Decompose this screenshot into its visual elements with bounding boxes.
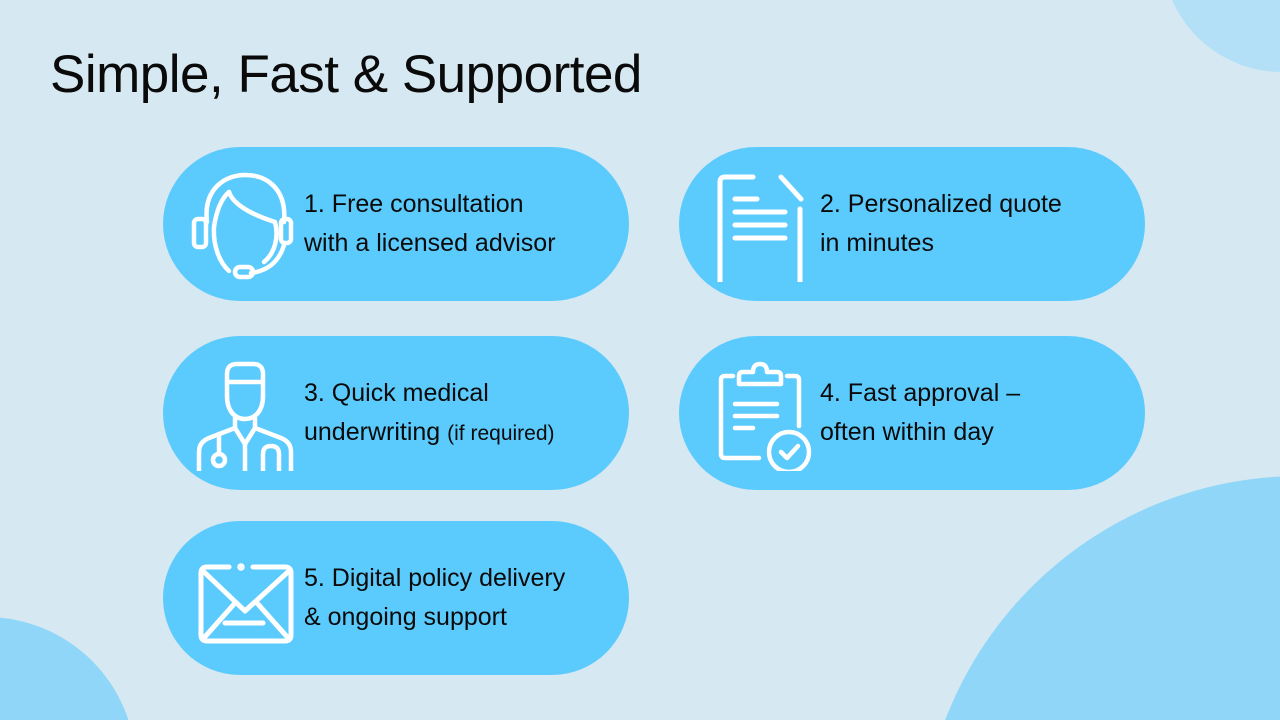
doctor-icon <box>189 356 299 474</box>
step-note: (if required) <box>447 422 555 445</box>
clipboard-check-icon <box>705 356 815 475</box>
step-line-2: often within day <box>820 418 994 446</box>
step-line-1: 3. Quick medical <box>304 379 489 407</box>
step-card-consultation: 1. Free consultation with a licensed adv… <box>163 147 629 301</box>
step-line-1: 2. Personalized quote <box>820 190 1062 218</box>
decorative-circle-bottom-right <box>920 476 1280 720</box>
slide-title: Simple, Fast & Supported <box>50 45 642 104</box>
step-card-underwriting: 3. Quick medical underwriting (if requir… <box>163 336 629 490</box>
step-text: 2. Personalized quote in minutes <box>820 185 1062 264</box>
envelope-icon <box>189 541 299 656</box>
step-card-quote: 2. Personalized quote in minutes <box>679 147 1145 301</box>
step-line-1: 5. Digital policy delivery <box>304 564 566 592</box>
step-card-approval: 4. Fast approval – often within day <box>679 336 1145 490</box>
step-text: 5. Digital policy delivery & ongoing sup… <box>304 559 565 638</box>
step-line-2: & ongoing support <box>304 603 507 631</box>
decorative-circle-top-right <box>1162 0 1280 72</box>
step-card-delivery: 5. Digital policy delivery & ongoing sup… <box>163 521 629 675</box>
step-line-2: in minutes <box>820 229 934 257</box>
step-text: 4. Fast approval – often within day <box>820 374 1020 453</box>
document-icon <box>705 167 815 290</box>
step-line-1: 4. Fast approval – <box>820 379 1021 407</box>
step-line-1: 1. Free consultation <box>304 190 524 218</box>
decorative-circle-bottom-left <box>0 617 136 720</box>
step-text: 3. Quick medical underwriting (if requir… <box>304 374 555 453</box>
step-line-2: underwriting (if required) <box>304 418 555 446</box>
step-text: 1. Free consultation with a licensed adv… <box>304 185 556 264</box>
step-line-2: with a licensed advisor <box>304 229 556 257</box>
headset-agent-icon <box>189 167 299 282</box>
